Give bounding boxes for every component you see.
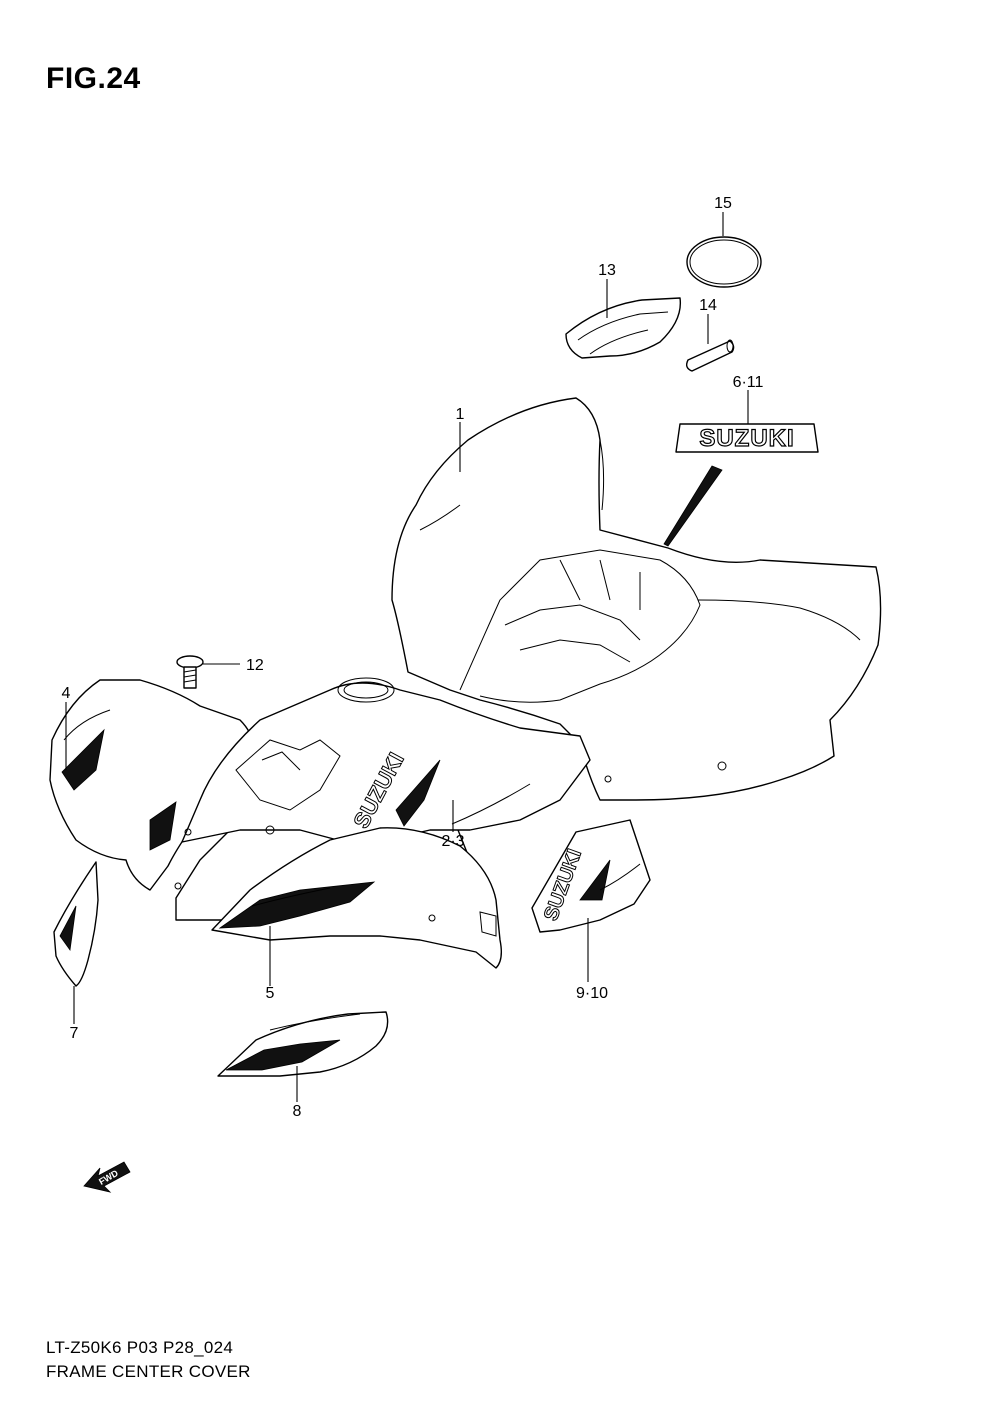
figure-name: FRAME CENTER COVER [46,1362,251,1381]
forward-direction-arrow: FWD [83,1161,131,1193]
callout-4: 4 [62,685,71,702]
callout-5: 5 [266,985,275,1002]
callout-2-3: 2·3 [441,833,464,850]
side-decal-part: SUZUKI [531,819,651,933]
callout-labels: 15 13 14 6·11 1 12 4 2·3 9·10 5 7 8 [62,195,764,1120]
emblem-text: SUZUKI [699,425,794,452]
callout-6-11: 6·11 [733,374,764,391]
callout-15: 15 [714,195,732,212]
decal-part-7 [53,861,99,987]
callout-12: 12 [246,657,264,674]
figure-title: FIG.24 [46,62,141,95]
model-code: LT-Z50K6 P03 P28_024 [46,1338,234,1357]
callout-9-10: 9·10 [576,985,608,1002]
cap-part [565,297,682,359]
leader-lines [65,212,749,1102]
callout-8: 8 [293,1103,302,1120]
rear-fender-part [391,397,882,801]
pin-part [685,339,735,372]
callout-1: 1 [456,406,465,423]
callout-14: 14 [699,297,717,314]
callout-13: 13 [598,262,616,279]
callout-7: 7 [70,1025,79,1042]
suzuki-emblem: SUZUKI [663,423,819,547]
fender-lower-part [211,827,503,969]
decal-part-8 [217,1011,389,1077]
o-ring-part [686,236,762,288]
bolt-part [176,655,204,689]
